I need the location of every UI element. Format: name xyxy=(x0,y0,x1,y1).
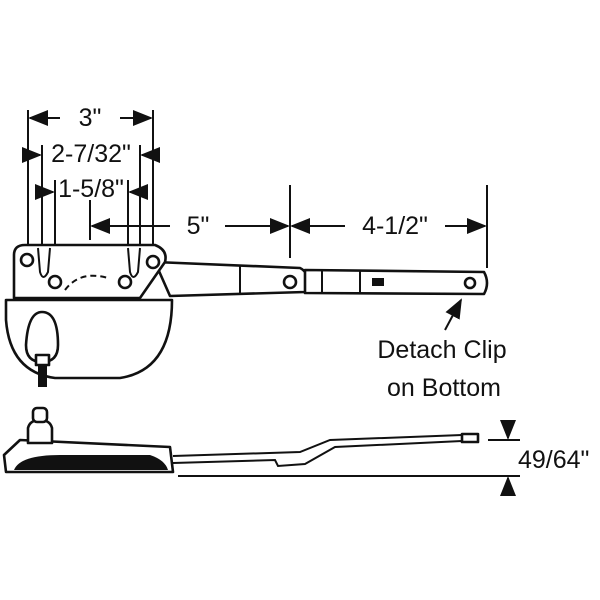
dim-overall-width: 3" xyxy=(79,104,102,132)
note-line-2: on Bottom xyxy=(387,374,501,402)
operator-top-view xyxy=(4,243,489,387)
dimension-arrows xyxy=(22,110,520,496)
dim-mid-width: 2-7/32" xyxy=(51,140,131,168)
dim-arm-first: 5" xyxy=(187,212,210,240)
note-line-1: Detach Clip xyxy=(377,336,506,364)
operator-side-view xyxy=(2,406,480,474)
dim-height: 49/64" xyxy=(518,446,589,474)
dim-arm-second: 4-1/2" xyxy=(362,212,428,240)
dim-inner-width: 1-5/8" xyxy=(58,175,124,203)
